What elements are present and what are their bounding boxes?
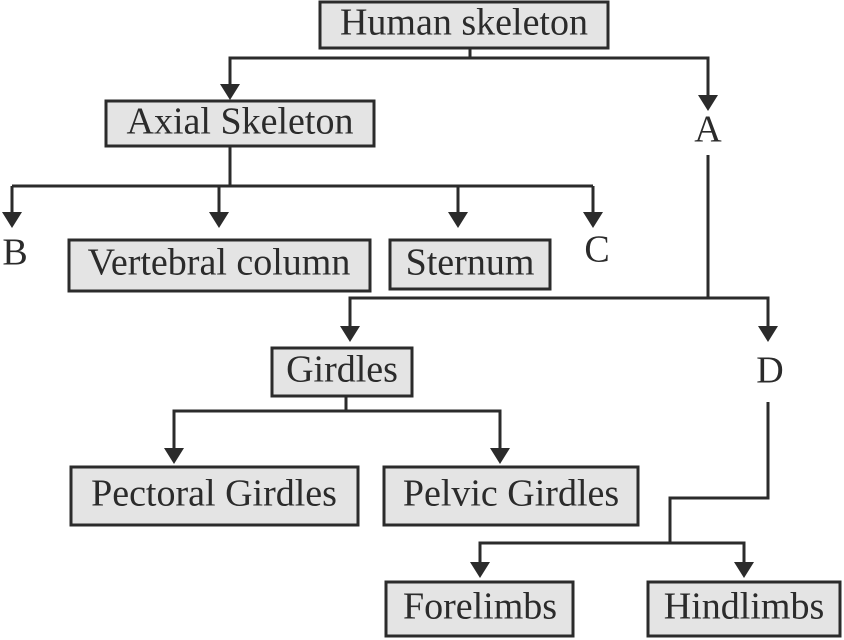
edge-d-trunk bbox=[668, 402, 770, 543]
edge-girdles-to-pelvic bbox=[346, 409, 502, 448]
arrow-human-to-axial bbox=[220, 84, 240, 100]
arrow-d-to-forelimbs bbox=[470, 562, 490, 578]
arrow-a-to-girdles bbox=[340, 326, 360, 342]
node-label-pelvic-girdles: Pelvic Girdles bbox=[403, 473, 619, 515]
node-label-d: D bbox=[756, 350, 783, 392]
arrow-axial-to-vertebral bbox=[209, 212, 229, 228]
node-label-sternum: Sternum bbox=[406, 242, 535, 284]
node-label-human-skeleton: Human skeleton bbox=[340, 2, 588, 44]
arrow-axial-to-b bbox=[2, 212, 22, 228]
node-label-vertebral-column: Vertebral column bbox=[88, 242, 351, 284]
node-label-girdles: Girdles bbox=[286, 349, 398, 391]
node-pectoral-girdles: Pectoral Girdles bbox=[69, 465, 360, 527]
node-label-b: B bbox=[2, 232, 27, 274]
arrow-d-to-hindlimbs bbox=[734, 562, 754, 578]
edge-a-to-girdles bbox=[348, 296, 708, 326]
node-label-a: A bbox=[694, 109, 722, 151]
arrow-human-to-a bbox=[698, 95, 718, 111]
node-forelimbs: Forelimbs bbox=[384, 580, 575, 638]
edge-d-to-hindlimbs bbox=[670, 541, 746, 562]
node-label-c: C bbox=[584, 229, 609, 271]
node-sternum: Sternum bbox=[388, 238, 552, 291]
node-label-hindlimbs: Hindlimbs bbox=[664, 586, 824, 628]
node-label-pectoral-girdles: Pectoral Girdles bbox=[91, 473, 337, 515]
arrow-axial-to-sternum bbox=[448, 212, 468, 228]
edge-human-to-a bbox=[470, 56, 710, 95]
node-vertebral-column: Vertebral column bbox=[67, 238, 372, 293]
edge-girdles-to-pectoral bbox=[172, 409, 346, 448]
node-label-axial-skeleton: Axial Skeleton bbox=[127, 101, 354, 143]
arrow-axial-to-c bbox=[583, 212, 603, 228]
arrow-girdles-to-pelvic bbox=[490, 448, 510, 464]
edge-human-to-axial bbox=[228, 48, 472, 84]
node-girdles: Girdles bbox=[270, 346, 414, 398]
edge-d-to-forelimbs bbox=[478, 541, 670, 562]
arrow-girdles-to-pectoral bbox=[164, 448, 184, 464]
node-axial-skeleton: Axial Skeleton bbox=[104, 99, 376, 148]
node-label-forelimbs: Forelimbs bbox=[403, 586, 557, 628]
node-human-skeleton: Human skeleton bbox=[318, 0, 610, 50]
node-pelvic-girdles: Pelvic Girdles bbox=[382, 465, 640, 527]
node-hindlimbs: Hindlimbs bbox=[646, 580, 842, 638]
connectors bbox=[2, 48, 778, 578]
arrow-a-to-d bbox=[758, 326, 778, 342]
edge-a-to-d bbox=[708, 296, 770, 326]
